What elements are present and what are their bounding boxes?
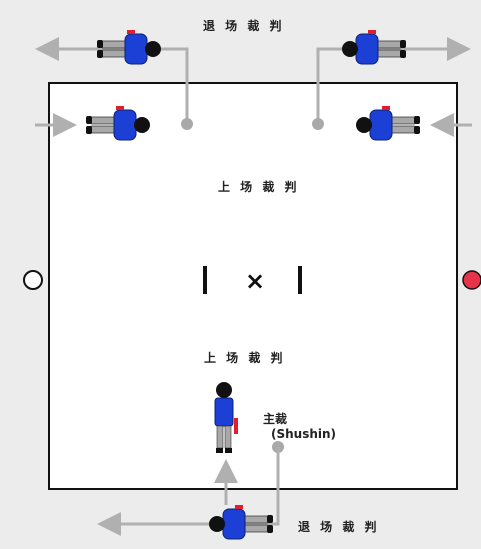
upper-left-position-dot	[181, 118, 193, 130]
upper-right-exiting-referee	[342, 30, 406, 64]
lower-enter-label: 上 场 裁 判	[204, 349, 286, 366]
bottom-exit-label: 退 场 裁 判	[298, 518, 380, 535]
bottom-exiting-referee	[209, 505, 273, 539]
upper-enter-label: 上 场 裁 判	[218, 178, 300, 195]
chief-title: 主裁	[263, 412, 336, 427]
upper-left-exiting-referee	[97, 30, 161, 64]
chief-label: 主裁 (Shushin)	[263, 412, 336, 442]
upper-right-position-dot	[312, 118, 324, 130]
white-start-marker	[24, 271, 42, 289]
chief-subtitle: (Shushin)	[271, 427, 336, 442]
red-start-marker	[463, 271, 481, 289]
center-x-mark: ×	[245, 267, 265, 295]
top-exit-label: 退 场 裁 判	[203, 17, 285, 34]
